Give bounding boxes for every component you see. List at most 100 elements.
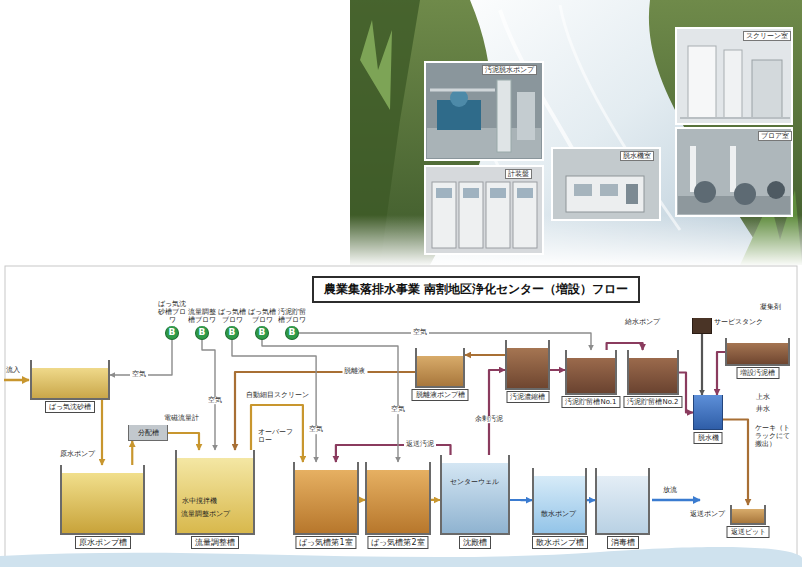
equipment-photo xyxy=(425,62,543,160)
equipment-label: 散水ポンプ xyxy=(541,510,576,518)
flow-label: 放流 xyxy=(663,486,677,494)
thickener-tank: 汚泥濃縮槽 xyxy=(505,340,550,390)
blower-symbol: B流量調整槽ブロワ xyxy=(195,326,209,340)
pump-tank: 散水ポンプ槽 xyxy=(532,468,587,535)
disinfection-tank: 消毒槽 xyxy=(595,468,650,535)
edge-label: 空気 xyxy=(389,407,407,415)
photo-caption: 計装盤 xyxy=(505,169,532,179)
flow-label: オーバーフロー xyxy=(258,428,296,444)
node-label: 沈殿槽 xyxy=(459,536,491,549)
node-label: 汚泥濃縮槽 xyxy=(506,391,549,403)
blower-symbol: Bばっ気槽ブロワ xyxy=(225,326,239,340)
flow-pipe xyxy=(723,420,748,506)
air-pipe xyxy=(110,340,172,375)
photo-backdrop xyxy=(350,0,802,267)
node-label: ばっ気沈砂槽 xyxy=(45,401,95,413)
edge-label: 空気 xyxy=(307,426,325,434)
blower-symbol: Bばっ気槽ブロワ xyxy=(255,326,269,340)
air-pipe xyxy=(232,340,316,462)
node-label: B xyxy=(286,326,298,339)
node-label: 汚泥貯留槽No.2 xyxy=(623,396,682,408)
node-label: 原水ポンプ槽 xyxy=(75,536,131,549)
sludge-tank: 増設汚泥槽 xyxy=(725,338,790,366)
photo-caption: ブロア室 xyxy=(758,131,792,141)
node-label: B xyxy=(196,326,208,339)
service-tank: サービスタンク xyxy=(692,318,712,334)
equipment-label: 返送ポンプ xyxy=(690,510,725,518)
air-pipe xyxy=(262,340,398,462)
control-panel-photo xyxy=(425,166,543,254)
flow-pipe xyxy=(587,499,595,501)
edge-label: 余剰汚泥 xyxy=(473,416,505,424)
equipment-label: 電磁流量計 xyxy=(164,414,199,422)
node-heading: ばっ気槽ブロワ xyxy=(218,308,246,324)
node-label: 消毒槽 xyxy=(607,536,639,549)
blower-symbol: B汚泥貯留槽ブロワ xyxy=(285,326,299,340)
node-label: ばっ気槽第1室 xyxy=(295,536,356,549)
flow-pipe xyxy=(131,441,133,465)
flow-pipe xyxy=(717,352,725,395)
return-pit: 返送ピット xyxy=(730,505,766,525)
node-label: 分配槽 xyxy=(129,428,167,436)
flow-pipe xyxy=(101,400,103,465)
equipment-label: 凝集剤 xyxy=(760,303,781,311)
flow-pipe xyxy=(489,370,505,455)
settling-tank: 沈殿槽 xyxy=(440,455,510,535)
node-label: B xyxy=(166,326,178,339)
node-label: 返送ピット xyxy=(727,526,770,538)
equipment-label: 自動細目スクリーン xyxy=(246,391,309,399)
node-heading: 汚泥貯留槽ブロワ xyxy=(278,308,306,324)
photo-caption: スクリーン室 xyxy=(743,31,791,41)
node-label: 脱水機 xyxy=(694,432,723,444)
pump-tank: 原水ポンプ槽 xyxy=(60,465,145,535)
edge-label: 空気 xyxy=(206,397,224,405)
grit-chamber: ばっ気沈砂槽 xyxy=(30,360,110,400)
equipment-label: 流量調整ポンプ xyxy=(181,510,230,518)
aeration-tank: ばっ気槽第1室 xyxy=(293,462,359,535)
flow-pipe xyxy=(510,499,532,501)
node-label: ばっ気槽第2室 xyxy=(367,536,428,549)
distribution-box: 分配槽 xyxy=(128,425,168,441)
blower-symbol: Bばっ気沈砂槽ブロワ xyxy=(165,326,179,340)
node-heading: ばっ気槽ブロワ xyxy=(248,308,276,324)
flow-pipe xyxy=(465,354,505,356)
sludge-tank: 汚泥貯留槽No.2 xyxy=(627,350,679,395)
air-pipe xyxy=(202,340,215,450)
node-label: 脱離液ポンプ槽 xyxy=(412,389,469,401)
equalization-tank: 流量調整槽 xyxy=(175,450,255,535)
flow-pipe xyxy=(235,372,415,450)
photo-caption: 脱水機室 xyxy=(620,151,654,161)
edge-label: 脱離液 xyxy=(342,368,367,376)
dewatering-room-photo xyxy=(552,148,660,220)
diagram-title: 農業集落排水事業 南割地区浄化センター（増設）フロー xyxy=(312,276,640,303)
node-label: 流量調整槽 xyxy=(191,536,239,549)
equipment-label: 上水 xyxy=(756,393,770,401)
node-heading: 流量調整槽ブロワ xyxy=(188,308,216,324)
pump-tank: 脱離液ポンプ槽 xyxy=(415,348,465,388)
node-label: B xyxy=(226,326,238,339)
flow-pipe xyxy=(701,334,703,395)
diagram-panel xyxy=(0,266,802,567)
flow-pipe xyxy=(607,343,643,350)
flow-pipe xyxy=(168,433,199,450)
equipment-label: 原水ポンプ xyxy=(60,450,95,458)
node-label: 増設汚泥槽 xyxy=(736,367,779,379)
flow-pipe xyxy=(251,405,303,462)
node-label: 散水ポンプ槽 xyxy=(532,536,588,549)
edge-label: 空気 xyxy=(411,329,429,337)
flow-pipe xyxy=(550,369,565,371)
edge-label: 空気 xyxy=(130,371,148,379)
screen-room-photo xyxy=(676,28,792,124)
node-heading: ばっ気沈砂槽ブロワ xyxy=(158,300,186,324)
node-label: B xyxy=(256,326,268,339)
equipment-label: 井水 xyxy=(756,405,770,413)
equipment-label: センターウェル xyxy=(450,478,499,486)
aeration-tank: ばっ気槽第2室 xyxy=(365,462,431,535)
edge-label: 返送汚泥 xyxy=(404,441,436,449)
sludge-tank: 汚泥貯留槽No.1 xyxy=(565,350,617,395)
node-label: 汚泥貯留槽No.1 xyxy=(561,396,620,408)
flow-label: 流入 xyxy=(6,366,20,374)
node-label: サービスタンク xyxy=(714,318,763,326)
blower-room-photo xyxy=(676,128,792,216)
